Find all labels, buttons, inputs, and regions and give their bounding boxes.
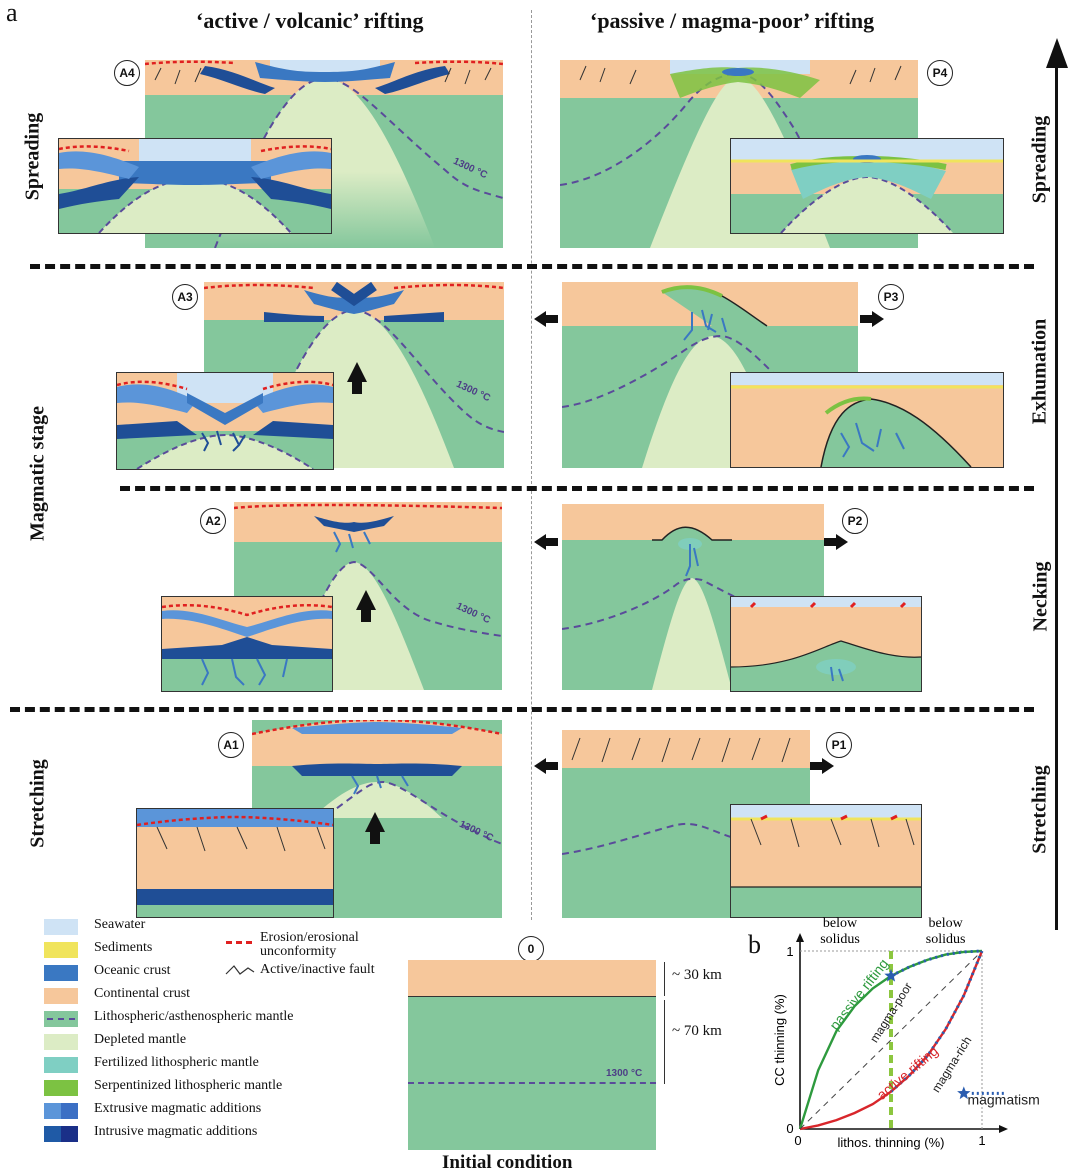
inset-p3 <box>730 372 1004 468</box>
legend-label: Intrusive magmatic additions <box>94 1124 258 1139</box>
legend-label: Fertilized lithospheric mantle <box>94 1055 259 1070</box>
inset-p2 <box>730 596 922 692</box>
annotation-below-2a: below <box>928 916 963 931</box>
badge-a2: A2 <box>200 508 226 534</box>
stage-label-stretching-right: Stretching <box>1028 765 1051 854</box>
legend-swatch-serpentinized-mantle <box>44 1080 78 1096</box>
center-divider <box>531 10 532 920</box>
legend-fault-swatch <box>225 965 255 975</box>
legend-label: Depleted mantle <box>94 1032 187 1047</box>
legend-swatch-mantle <box>44 1011 78 1027</box>
legend-swatch-extrusive <box>44 1103 78 1119</box>
initial-condition-title: Initial condition <box>442 1152 573 1173</box>
initial-bracket-crust <box>664 962 666 996</box>
inset-p4 <box>730 138 1004 234</box>
badge-a4: A4 <box>114 60 140 86</box>
column-title-passive: ‘passive / magma-poor’ rifting <box>590 8 875 33</box>
legend-label: Lithospheric/asthenospheric mantle <box>94 1009 294 1024</box>
series-line-reference <box>799 950 983 1130</box>
time-axis-line <box>1055 60 1058 930</box>
legend-erosion-swatch <box>226 941 252 944</box>
initial-crust-thickness: ~ 30 km <box>672 967 722 983</box>
extension-arrow-left-p1 <box>534 758 558 774</box>
stage-label-spreading-left: Spreading <box>21 112 44 201</box>
annotation-below-1a: below <box>823 916 858 931</box>
initial-condition-panel <box>408 960 656 1150</box>
legend-fault-label: Active/inactive fault <box>260 962 375 977</box>
inset-a3 <box>116 372 334 470</box>
x-tick-0: 0 <box>794 1133 801 1148</box>
extension-arrow-right-p3 <box>860 311 884 327</box>
stage-divider-1 <box>30 264 1034 269</box>
badge-a1: A1 <box>218 732 244 758</box>
annotation-below-2b: solidus <box>926 932 966 947</box>
initial-mantle <box>408 997 656 1150</box>
legend-swatch-continental-crust <box>44 988 78 1004</box>
legend-label: Seawater <box>94 917 146 932</box>
inset-a1 <box>136 808 334 918</box>
stage-label-exhumation-right: Exhumation <box>1028 318 1051 425</box>
x-tick-1: 1 <box>978 1133 985 1148</box>
legend-swatch-fertilized-mantle <box>44 1057 78 1073</box>
stage-label-magmatic-left: Magmatic stage <box>26 406 49 541</box>
initial-crust <box>408 960 656 997</box>
magmatism-overlay-active <box>890 950 984 1093</box>
inset-a4 <box>58 138 332 234</box>
stage-label-stretching-left: Stretching <box>26 759 49 848</box>
badge-p4: P4 <box>927 60 953 86</box>
y-axis-label: CC thinning (%) <box>772 994 787 1086</box>
x-axis-label: lithos. thinning (%) <box>838 1135 945 1150</box>
legend-swatch-depleted-mantle <box>44 1034 78 1050</box>
inset-p1 <box>730 804 922 918</box>
legend-swatch-intrusive <box>44 1126 78 1142</box>
y-axis-arrowhead <box>796 933 804 942</box>
legend-swatch-seawater <box>44 919 78 935</box>
legend-swatch-oceanic-crust <box>44 965 78 981</box>
magmatism-star <box>957 1086 971 1100</box>
badge-a3: A3 <box>172 284 198 310</box>
legend-label: Sediments <box>94 940 153 955</box>
extension-arrow-left-p3 <box>534 311 558 327</box>
annotation-active-rifting: active rifting <box>874 1043 942 1103</box>
badge-p3: P3 <box>878 284 904 310</box>
solidus-star-passive <box>884 968 898 982</box>
y-tick-1: 1 <box>786 944 793 959</box>
magmatism-overlay-passive <box>890 949 983 978</box>
initial-isotherm <box>408 1082 656 1084</box>
figure-letter-b: b <box>748 930 761 959</box>
badge-initial: 0 <box>518 936 544 962</box>
extension-arrow-left-p2 <box>534 534 558 550</box>
stage-divider-3 <box>10 707 1034 712</box>
legend-label: Oceanic crust <box>94 963 171 978</box>
figure-letter-a: a <box>6 0 18 27</box>
inset-a2 <box>161 596 333 692</box>
stage-label-necking-right: Necking <box>1029 561 1052 632</box>
extension-arrow-right-p2 <box>824 534 848 550</box>
stage-label-spreading-right: Spreading <box>1028 115 1051 204</box>
initial-isotherm-label: 1300 °C <box>606 1068 643 1079</box>
initial-bracket-mantle <box>664 1000 666 1084</box>
stage-divider-2 <box>120 486 1034 491</box>
annotation-below-1b: solidus <box>820 932 860 947</box>
annotation-magmatism: magmatism <box>967 1092 1039 1108</box>
legend-label: Serpentinized lithospheric mantle <box>94 1078 283 1093</box>
extension-arrow-right-p1 <box>810 758 834 774</box>
badge-p2: P2 <box>842 508 868 534</box>
legend-label: Extrusive magmatic additions <box>94 1101 262 1116</box>
legend-erosion-label: Erosion/erosional unconformity <box>260 930 359 959</box>
column-title-active: ‘active / volcanic’ rifting <box>196 8 424 33</box>
legend-swatch-sediments <box>44 942 78 958</box>
time-axis-arrowhead <box>1046 38 1068 68</box>
x-axis-arrowhead <box>999 1125 1008 1133</box>
badge-p1: P1 <box>826 732 852 758</box>
legend-label: Continental crust <box>94 986 191 1001</box>
y-tick-0: 0 <box>786 1121 793 1136</box>
initial-mantle-thickness: ~ 70 km <box>672 1023 722 1039</box>
